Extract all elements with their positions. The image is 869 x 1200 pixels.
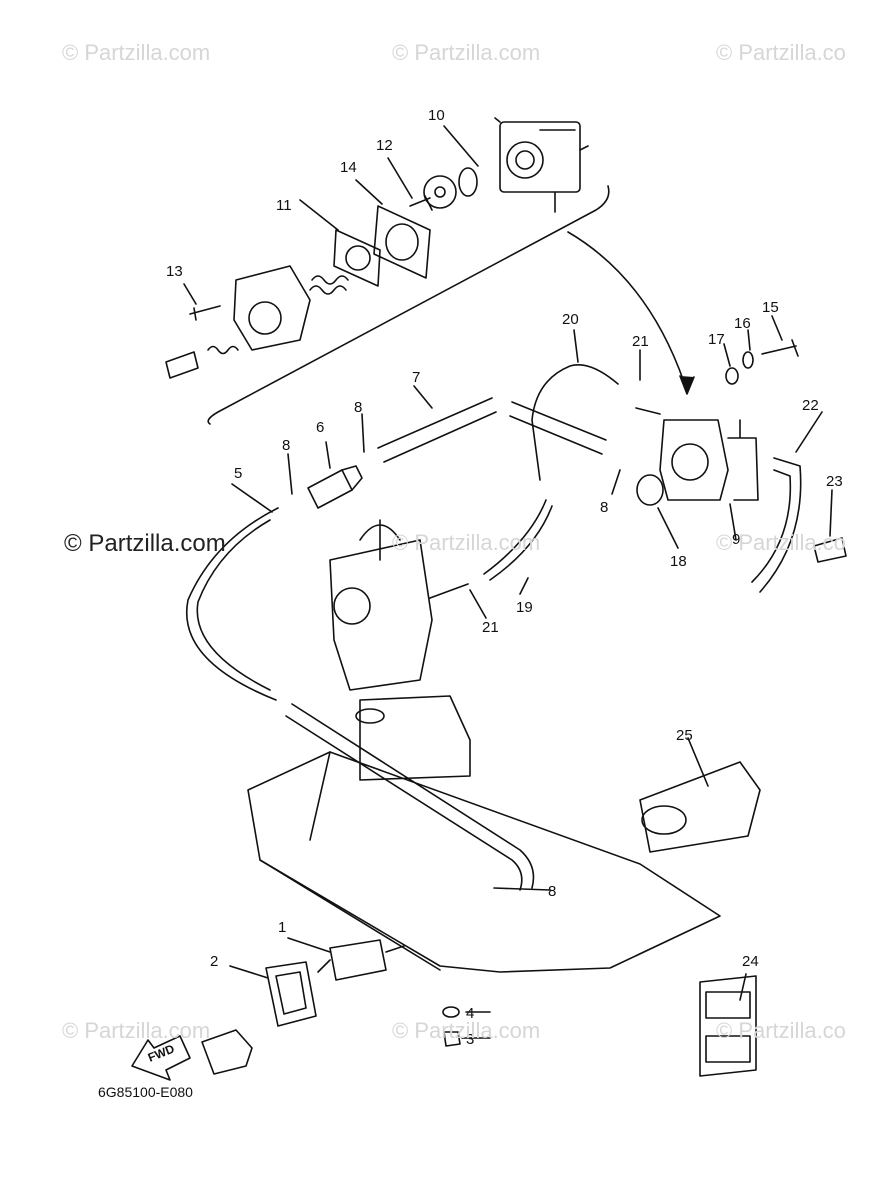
hose-19	[483, 499, 547, 575]
callout-label: 10	[428, 107, 445, 124]
callout-label: 14	[340, 159, 357, 176]
screw-13	[189, 305, 221, 321]
callout-label: 13	[166, 263, 183, 280]
callout-label: 4	[466, 1005, 474, 1022]
o-ring-18	[636, 474, 664, 506]
callout-labels: 1234567888891011121314151617181920212122…	[166, 107, 843, 1048]
washer-16	[742, 351, 754, 369]
callout-label: 17	[708, 331, 725, 348]
hose-5	[186, 507, 279, 701]
fuel-connector-1	[329, 939, 387, 981]
carburetor	[329, 519, 469, 691]
callout-label: 2	[210, 953, 218, 970]
label-card-24	[699, 975, 757, 1077]
callout-label: 21	[482, 619, 499, 636]
gasket-14	[373, 205, 431, 279]
nut-3	[443, 1031, 461, 1047]
hose-tank	[291, 703, 535, 889]
grommet-2	[265, 961, 317, 1027]
callout-label: 21	[632, 333, 649, 350]
watermark: © Partzilla.co	[716, 40, 846, 65]
callout-label: 15	[762, 299, 779, 316]
callout-label: 23	[826, 473, 843, 490]
pad-25	[639, 761, 761, 853]
hose-7	[377, 397, 497, 463]
watermark: © Partzilla.co	[716, 1018, 846, 1043]
valve-disc	[423, 175, 457, 209]
callout-label: 3	[466, 1031, 474, 1048]
bolt-15	[761, 339, 799, 357]
watermark: © Partzilla.com	[392, 530, 541, 555]
watermark: © Partzilla.com	[62, 1018, 211, 1043]
callout-label: 7	[412, 369, 420, 386]
explode-bracket	[207, 185, 610, 425]
callout-label: 11	[276, 197, 292, 214]
watermark: © Partzilla.co	[716, 530, 846, 555]
assembly-arrow	[567, 231, 687, 389]
callout-label: 1	[278, 919, 286, 936]
hose-pump-in	[509, 401, 607, 455]
arrow-head	[679, 375, 695, 395]
callout-label: 8	[282, 437, 290, 454]
callout-label: 12	[376, 137, 393, 154]
callout-label: 25	[676, 727, 693, 744]
callout-label: 8	[354, 399, 362, 416]
callout-label: 6	[316, 419, 324, 436]
diagram-code: 6G85100-E080	[98, 1084, 193, 1100]
fuel-pump-9	[635, 407, 759, 501]
check-valve	[165, 351, 199, 379]
pump-body-exploded	[494, 117, 589, 213]
callout-label: 20	[562, 311, 579, 328]
callout-label: 22	[802, 397, 819, 414]
callout-label: 9	[732, 531, 740, 548]
fwd-arrow	[131, 1035, 191, 1081]
quick-connector	[201, 1029, 253, 1075]
engine-cover	[247, 751, 721, 973]
watermark: © Partzilla.com	[392, 1018, 541, 1043]
callout-label: 19	[516, 599, 533, 616]
screw-12	[409, 195, 433, 211]
hose-22	[759, 457, 802, 593]
callout-label: 8	[600, 499, 608, 516]
small-spring	[207, 345, 239, 355]
clip-23	[813, 537, 847, 563]
valve-washer	[458, 167, 478, 197]
washer-4	[442, 1006, 460, 1018]
callout-label: 8	[548, 883, 556, 900]
hose-20	[531, 364, 619, 481]
spring	[309, 275, 349, 295]
watermark: © Partzilla.com	[62, 40, 211, 65]
fwd-label: FWD	[146, 1041, 177, 1064]
fuel-filter-6	[307, 469, 353, 509]
callout-label: 5	[234, 465, 242, 482]
watermark: © Partzilla.com	[64, 530, 226, 557]
callout-label: 18	[670, 553, 687, 570]
washer-17	[725, 367, 739, 385]
callout-label: 24	[742, 953, 759, 970]
diaphragm-11	[333, 229, 381, 287]
callout-label: 16	[734, 315, 751, 332]
watermark: © Partzilla.com	[392, 40, 541, 65]
intake-manifold	[359, 695, 471, 781]
pump-cover	[233, 265, 311, 351]
